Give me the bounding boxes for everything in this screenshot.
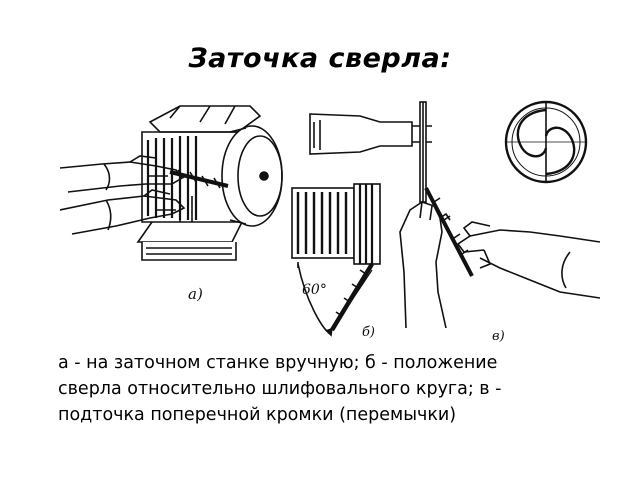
figure-caption: а - на заточном станке вручную; б - поло… <box>58 350 618 428</box>
wheel-position-drawing <box>291 183 381 337</box>
drill-sharpening-illustration: а) 60° б) <box>60 100 600 342</box>
slide-title: Заточка сверла: <box>188 43 452 74</box>
figure-label-a: а) <box>188 285 203 303</box>
figure-label-b: б) <box>362 325 375 340</box>
caption-line: сверла относительно шлифовального круга;… <box>58 379 502 399</box>
web-thinning-drawing <box>309 101 600 329</box>
figure-label-c: в) <box>492 329 505 342</box>
caption-line: а - на заточном станке вручную; б - поло… <box>58 353 498 373</box>
angle-label: 60° <box>302 282 327 298</box>
drill-cross-section-drawing <box>504 100 588 184</box>
bench-grinder-drawing <box>60 105 283 261</box>
caption-line: подточка поперечной кромки (перемычки) <box>58 405 457 425</box>
